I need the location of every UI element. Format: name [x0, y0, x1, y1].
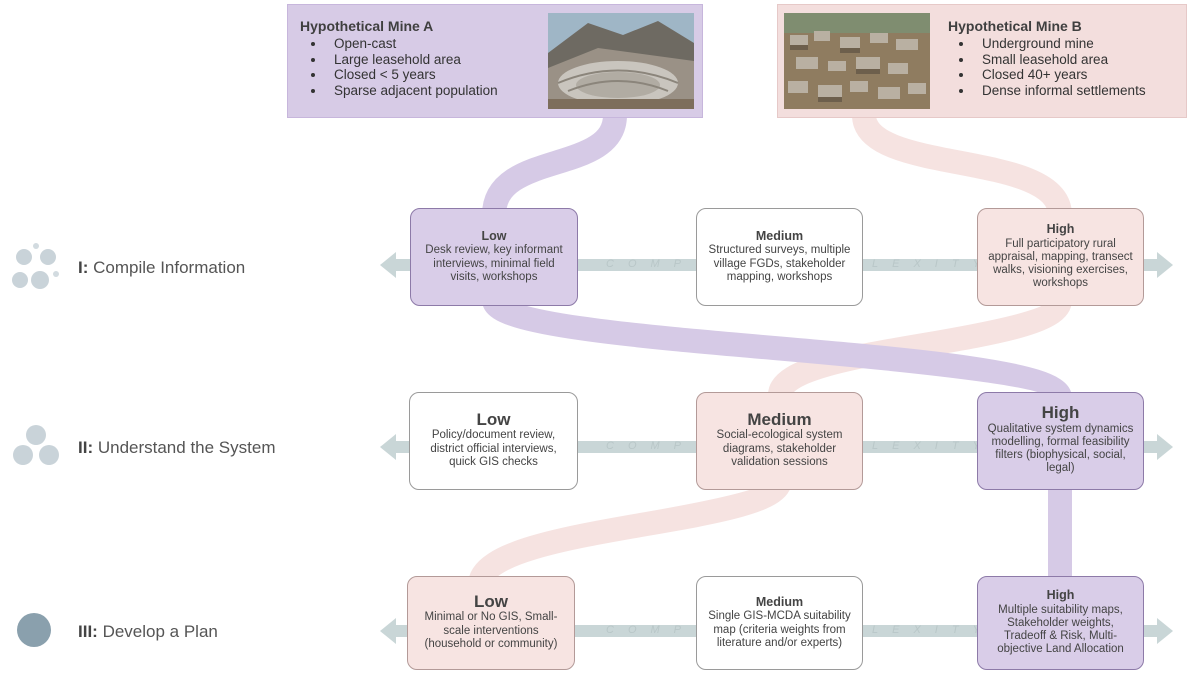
method-description: Minimal or No GIS, Small-scale intervent… — [424, 611, 558, 650]
stage-compile-information: I: Compile Information — [8, 240, 245, 296]
stage-3-label: III: Develop a Plan — [78, 622, 218, 641]
mine-b-attribute: Dense informal settlements — [974, 83, 1146, 99]
mine-b-attributes: Underground mine Small leasehold area Cl… — [948, 36, 1146, 99]
stage-2-cluster-icon — [8, 420, 64, 476]
row-2-medium-box: Medium Social-ecological system diagrams… — [696, 392, 863, 490]
mine-b-attribute: Closed 40+ years — [974, 67, 1146, 83]
level-label: Medium — [755, 595, 804, 610]
level-label: Low — [476, 410, 511, 430]
mine-a-attribute: Closed < 5 years — [326, 67, 498, 83]
mine-a-attribute: Sparse adjacent population — [326, 83, 498, 99]
method-description: Policy/document review, district officia… — [430, 429, 557, 468]
mine-b-attribute: Underground mine — [974, 36, 1146, 52]
complexity-word-right: LEXITY — [872, 440, 994, 452]
level-label: High — [1046, 588, 1075, 603]
method-description: Desk review, key informant interviews, m… — [425, 244, 563, 283]
level-label: Medium — [747, 410, 812, 430]
level-label: High — [1041, 403, 1080, 423]
row-1-high-box: High Full participatory rural appraisal,… — [977, 208, 1144, 306]
mine-a-attribute: Large leasehold area — [326, 52, 498, 68]
mine-a-title: Hypothetical Mine A — [300, 18, 434, 34]
level-label: High — [1046, 222, 1075, 237]
row-2-high-box: High Qualitative system dynamics modelli… — [977, 392, 1144, 490]
level-label: Medium — [755, 229, 804, 244]
mine-b-title: Hypothetical Mine B — [948, 18, 1082, 34]
complexity-word-right: LEXITY — [872, 258, 994, 270]
level-label: Low — [474, 592, 508, 612]
row-2-low-box: Low Policy/document review, district off… — [409, 392, 578, 490]
stage-1-cluster-icon — [8, 240, 64, 296]
open-pit-mine-photo — [548, 13, 694, 109]
informal-settlement-photo — [784, 13, 930, 109]
method-description: Multiple suitability maps, Stakeholder w… — [997, 603, 1124, 656]
mine-a-pathway — [482, 103, 1072, 597]
stage-develop-plan: III: Develop a Plan — [8, 604, 218, 660]
method-description: Full participatory rural appraisal, mapp… — [988, 237, 1133, 290]
complexity-word-left: COMP — [606, 624, 695, 636]
mine-a-attribute: Open-cast — [326, 36, 498, 52]
row-3-high-box: High Multiple suitability maps, Stakehol… — [977, 576, 1144, 670]
row-3-low-box: Low Minimal or No GIS, Small-scale inter… — [407, 576, 575, 670]
mine-a-attributes: Open-cast Large leasehold area Closed < … — [300, 36, 498, 99]
stage-understand-system: II: Understand the System — [8, 420, 275, 476]
mine-b-attribute: Small leasehold area — [974, 52, 1146, 68]
complexity-word-left: COMP — [606, 258, 695, 270]
mine-b-panel: Hypothetical Mine B Underground mine Sma… — [777, 4, 1187, 118]
stage-3-circle-icon — [8, 604, 64, 660]
method-description: Single GIS-MCDA suitability map (criteri… — [708, 610, 851, 649]
stage-2-label: II: Understand the System — [78, 438, 276, 457]
mine-a-panel: Hypothetical Mine A Open-cast Large leas… — [287, 4, 703, 118]
stage-1-label: I: Compile Information — [78, 258, 246, 277]
method-description: Qualitative system dynamics modelling, f… — [987, 422, 1134, 475]
row-1-medium-box: Medium Structured surveys, multiple vill… — [696, 208, 863, 306]
method-description: Structured surveys, multiple village FGD… — [708, 244, 851, 283]
method-description: Social-ecological system diagrams, stake… — [716, 429, 843, 468]
level-label: Low — [481, 229, 507, 244]
row-3-medium-box: Medium Single GIS-MCDA suitability map (… — [696, 576, 863, 670]
complexity-word-left: COMP — [606, 440, 695, 452]
complexity-word-right: LEXITY — [872, 624, 994, 636]
row-1-low-box: Low Desk review, key informant interview… — [410, 208, 578, 306]
